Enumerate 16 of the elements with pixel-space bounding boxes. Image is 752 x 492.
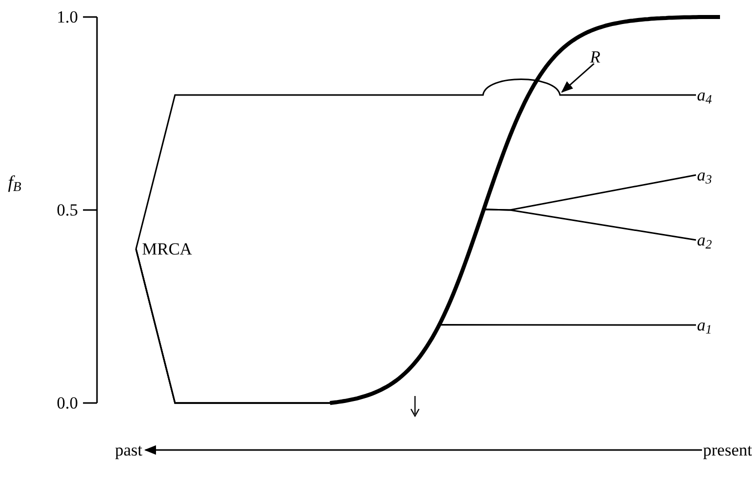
tick-label: 1.0 [56,8,78,26]
lineage-label: a$_{1}$ [697,314,712,336]
leader-line [561,63,594,93]
tick-label: 0.5 [56,202,78,218]
ancestor-label: MRCA [137,238,192,260]
lineage-label: a$_{2}$ [697,229,712,251]
time-label: present [703,439,752,461]
lineage-line [135,78,696,250]
axis-label: f$_{B}$ [8,173,22,191]
recombination-label: R [590,46,600,68]
lineage-line [135,248,696,404]
lineage-label: a$_{4}$ [697,84,712,106]
tick-label: 0.0 [56,394,78,412]
time-label: past [115,439,142,461]
lineage-label: a$_{3}$ [697,164,712,186]
time-arrow [144,445,702,455]
